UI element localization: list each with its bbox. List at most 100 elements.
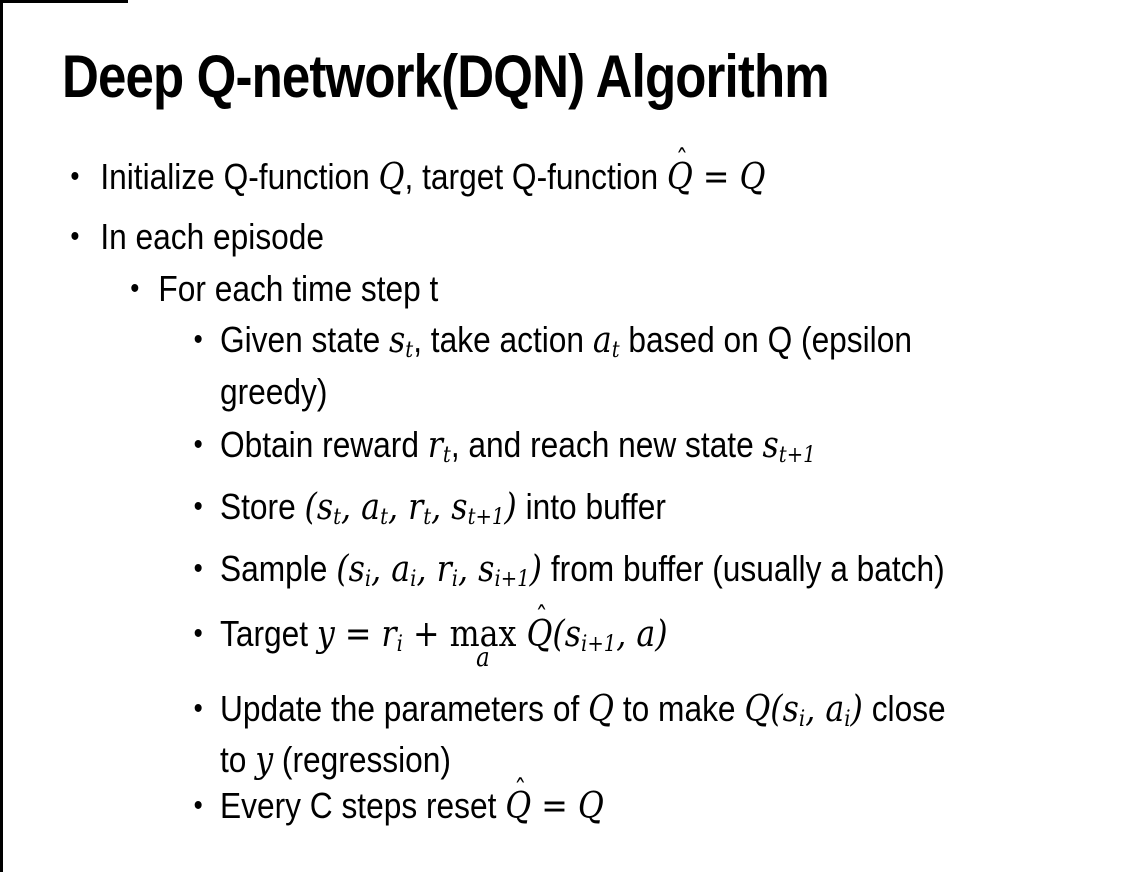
- bullet-item: •Given state st, take action at based on…: [0, 319, 1124, 413]
- text-segment: to: [220, 739, 256, 781]
- bullet-marker-icon: •: [193, 323, 203, 356]
- bullet-marker-icon: •: [70, 160, 80, 193]
- bullet-marker-icon: •: [193, 489, 203, 523]
- text-segment: (s: [552, 613, 582, 655]
- text-segment: t: [405, 336, 414, 363]
- text-segment: s: [762, 424, 779, 466]
- text-segment: Given state: [220, 319, 390, 360]
- text-segment: r: [427, 424, 443, 466]
- bullet-item: •Update the parameters of Q to make Q(si…: [0, 688, 1124, 783]
- text-segment: , a: [371, 548, 411, 590]
- bullet-marker-icon: •: [193, 691, 203, 725]
- text-segment: y: [255, 740, 274, 782]
- text-segment: , a: [805, 688, 845, 730]
- text-segment: , a: [341, 486, 381, 528]
- bullet-text: Sample (si, ai, ri, si+1) from buffer (u…: [220, 548, 945, 600]
- text-segment: t: [333, 503, 342, 530]
- slide-left-border: [0, 0, 3, 872]
- bullet-marker-icon: •: [70, 220, 80, 253]
- text-segment: Q: [378, 157, 405, 198]
- text-segment: to make: [614, 687, 745, 729]
- text-segment: i: [451, 565, 459, 592]
- text-segment: i: [364, 565, 372, 592]
- text-segment: Obtain reward: [220, 423, 428, 465]
- text-segment: , and reach new state: [450, 423, 763, 465]
- bullet-item: • Sample (si, ai, ri, si+1) from buffer (…: [0, 548, 1124, 600]
- text-segment: , s: [458, 548, 495, 590]
- bullet-text: Store (st, at, rt, st+1) into buffer: [220, 486, 666, 538]
- bullet-text: Update the parameters of Q to make Q(si,…: [220, 688, 946, 783]
- text-segment: = Q: [692, 157, 766, 198]
- slide-top-border: [0, 0, 128, 3]
- bullet-marker-icon: •: [130, 272, 140, 305]
- text-segment: i+1: [581, 630, 617, 657]
- text-segment: [516, 614, 526, 655]
- text-segment: i: [844, 705, 851, 732]
- text-segment: , r: [387, 486, 424, 528]
- text-segment: based on Q (epsilon: [619, 319, 912, 360]
- text-segment: y = r: [316, 613, 397, 655]
- bullet-marker-icon: •: [193, 427, 203, 461]
- slide-title: Deep Q-network(DQN) Algorithm: [62, 43, 830, 110]
- text-segment: i: [410, 565, 417, 592]
- bullet-marker-icon: •: [193, 551, 203, 585]
- text-segment: For each time step t: [158, 268, 439, 309]
- bullet-text: Given state st, take action at based on …: [220, 319, 912, 413]
- bullet-item: • In each episode: [0, 216, 1124, 258]
- bullet-marker-icon: •: [193, 616, 203, 650]
- bullet-item: • Store (st, at, rt, st+1) into buffer: [0, 486, 1124, 538]
- text-segment: Q(s: [744, 688, 799, 730]
- text-segment: t+1: [778, 441, 816, 468]
- text-segment: Every C steps reset: [220, 785, 506, 827]
- hat-accent: ˆ: [675, 144, 689, 178]
- text-segment: (s: [304, 486, 334, 528]
- bullet-text: Initialize Q-function Q, target Q-functi…: [100, 144, 766, 199]
- text-segment: ): [504, 486, 517, 528]
- text-segment: ): [529, 548, 543, 590]
- text-segment: t: [442, 441, 451, 468]
- bullet-text: In each episode: [100, 216, 324, 258]
- text-segment: , r: [416, 548, 452, 590]
- bullet-text: Obtain reward rt, and reach new state st…: [220, 424, 816, 476]
- bullet-item: • Initialize Q-function Q, target Q-funct…: [0, 144, 1124, 199]
- text-segment: into buffer: [516, 485, 666, 527]
- text-segment: Target: [220, 612, 317, 654]
- bullet-item: • For each time step t: [0, 268, 1124, 310]
- text-segment: close: [862, 687, 946, 729]
- text-segment: t: [423, 503, 432, 530]
- max-operator-name: max: [449, 613, 517, 655]
- text-segment: = Q: [531, 786, 604, 828]
- text-segment: ): [850, 688, 863, 730]
- text-segment: a: [592, 320, 612, 361]
- bullet-list: • Initialize Q-function Q, target Q-funct…: [0, 144, 1124, 828]
- text-segment: greedy): [220, 370, 328, 412]
- text-segment: , s: [431, 486, 468, 528]
- text-segment: t: [380, 503, 388, 530]
- hat-accent: ˆ: [535, 601, 548, 635]
- text-segment: , a): [616, 613, 668, 655]
- text-segment: t+1: [467, 503, 505, 530]
- text-segment: s: [389, 320, 406, 361]
- text-segment: +: [402, 613, 450, 655]
- text-segment: , take action: [413, 319, 593, 360]
- text-segment: (regression): [273, 739, 451, 781]
- text-segment: (s: [336, 548, 365, 590]
- text-segment: i: [798, 705, 806, 732]
- bullet-text: For each time step t: [158, 268, 438, 310]
- text-segment: i: [396, 630, 403, 657]
- bullet-marker-icon: •: [193, 789, 203, 823]
- text-segment: Q: [588, 688, 615, 730]
- text-segment: i+1: [494, 565, 530, 592]
- text-segment: , target Q-function: [404, 156, 667, 197]
- text-segment: Update the parameters of: [220, 687, 589, 729]
- bullet-item: • Obtain reward rt, and reach new state s…: [0, 424, 1124, 476]
- text-segment: t: [611, 336, 620, 363]
- hat-accent: ˆ: [514, 773, 527, 807]
